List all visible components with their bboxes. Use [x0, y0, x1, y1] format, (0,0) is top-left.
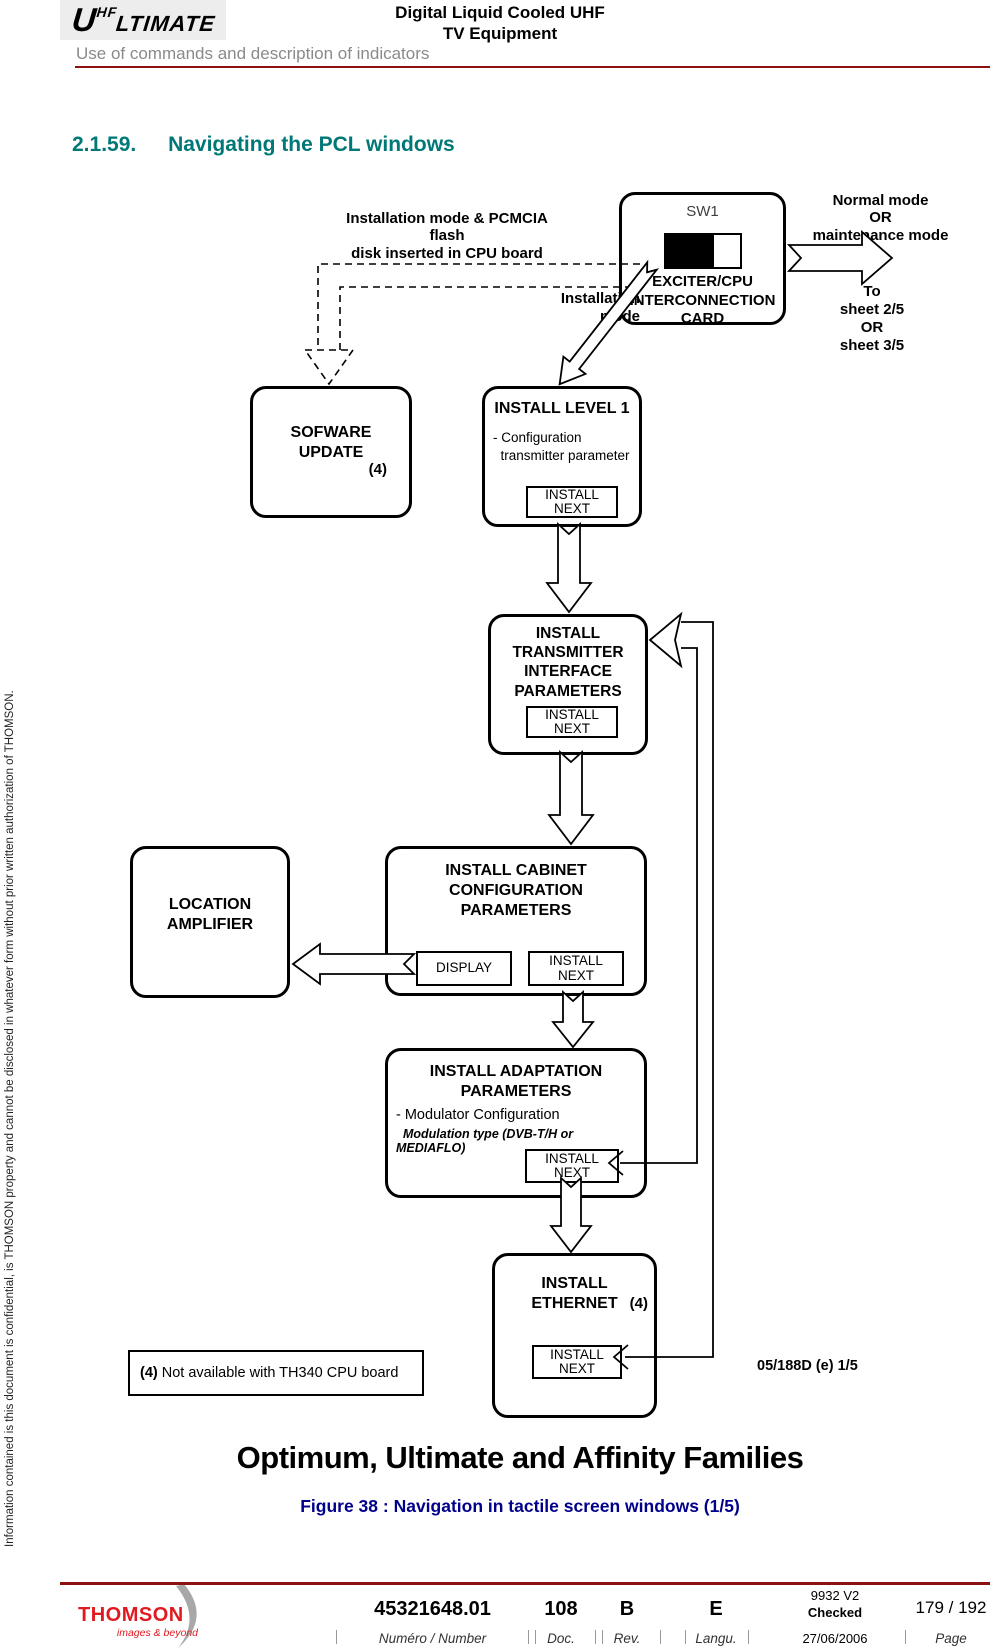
- software-update-note: (4): [368, 461, 387, 478]
- install-next-button-cabinet: INSTALL NEXT: [528, 951, 624, 986]
- footer-divider: [336, 1630, 337, 1644]
- sw1-switch-handle: [666, 235, 714, 267]
- doc-title: Digital Liquid Cooled UHF TV Equipment: [280, 2, 720, 45]
- footer-divider: [602, 1630, 603, 1644]
- sw1-label: SW1: [686, 203, 719, 220]
- thomson-logo: THOMSON images & beyond: [78, 1604, 198, 1639]
- footer-divider: [748, 1630, 749, 1644]
- brand-logo: UHFLTIMATE: [60, 0, 226, 40]
- arrow-cabinet-to-adaptation: [551, 989, 595, 1049]
- to-sheet-label: To sheet 2/5 OR sheet 3/5: [839, 283, 905, 354]
- install-transmitter-title: INSTALL TRANSMITTER INTERFACE PARAMETERS: [512, 625, 624, 700]
- exciter-card-box: SW1 EXCITER/CPU INTERCONNECTION CARD: [619, 192, 786, 327]
- location-amplifier-box: LOCATION AMPLIFIER: [130, 846, 290, 998]
- figure-caption: Figure 38 : Navigation in tactile screen…: [300, 1496, 740, 1516]
- doc-ref-label: 05/188D (e) 1/5: [757, 1358, 858, 1374]
- footnote-text: Not available with TH340 CPU board: [157, 1365, 399, 1381]
- install-next-button-level1: INSTALL NEXT: [526, 486, 618, 518]
- footnote-box: (4) Not available with TH340 CPU board: [128, 1350, 424, 1396]
- install-level1-title: INSTALL LEVEL 1: [494, 400, 630, 417]
- pcmcia-label: Installation mode & PCMCIA flash disk in…: [346, 210, 548, 262]
- install-adaptation-box: INSTALL ADAPTATION PARAMETERS - Modulato…: [385, 1048, 647, 1198]
- doc-number-value: 45321648.01: [374, 1598, 491, 1620]
- install-ethernet-title: INSTALL ETHERNET: [531, 1275, 618, 1312]
- footer-divider: [535, 1630, 536, 1644]
- checked-version: 9932 V2: [810, 1588, 860, 1603]
- dashed-arrowhead: [303, 349, 355, 386]
- software-update-box: SOFWARE UPDATE (4): [250, 386, 412, 518]
- doc-title-line2: TV Equipment: [442, 24, 558, 44]
- logo-u: U: [70, 1, 98, 38]
- install-adaptation-desc1: - Modulator Configuration: [396, 1107, 560, 1123]
- install-cabinet-title: INSTALL CABINET CONFIGURATION PARAMETERS: [445, 862, 587, 919]
- footer-divider: [528, 1630, 529, 1644]
- confidentiality-note: Information contained is this document i…: [4, 690, 16, 1547]
- software-update-title: SOFWARE UPDATE: [290, 424, 372, 461]
- install-ethernet-box: INSTALL ETHERNET (4) INSTALL NEXT: [492, 1253, 657, 1418]
- logo-rest: LTIMATE: [114, 11, 217, 36]
- section-number: 2.1.59.: [72, 133, 137, 156]
- install-transmitter-box: INSTALL TRANSMITTER INTERFACE PARAMETERS…: [488, 614, 648, 755]
- footer-divider: [595, 1630, 596, 1644]
- install-next-button-adaptation: INSTALL NEXT: [525, 1149, 619, 1183]
- footer-divider: [660, 1630, 661, 1644]
- section-title: Navigating the PCL windows: [168, 133, 455, 156]
- install-adaptation-title: INSTALL ADAPTATION PARAMETERS: [429, 1063, 603, 1100]
- families-title: Optimum, Ultimate and Affinity Families: [236, 1440, 804, 1475]
- section-heading: 2.1.59. Navigating the PCL windows: [72, 133, 455, 157]
- footer-divider: [905, 1630, 906, 1644]
- feedback-arrowhead: [648, 611, 683, 669]
- checked-block: 9932 V2 Checked 27/06/2006: [770, 1588, 900, 1648]
- install-adaptation-desc2: Modulation type (DVB-T/H or MEDIAFLO): [396, 1127, 574, 1155]
- rev-value: B: [619, 1598, 635, 1620]
- rev-label: Rev.: [613, 1631, 641, 1646]
- doc-title-line1: Digital Liquid Cooled UHF: [395, 3, 605, 22]
- install-cabinet-box: INSTALL CABINET CONFIGURATION PARAMETERS…: [385, 846, 647, 996]
- footer-rule: [60, 1582, 990, 1585]
- langu-value: E: [709, 1598, 723, 1620]
- install-ethernet-note: (4): [629, 1295, 648, 1312]
- install-level1-desc: - Configuration transmitter parameter: [493, 430, 630, 464]
- header-rule: [75, 66, 990, 68]
- install-next-button-ethernet: INSTALL NEXT: [532, 1345, 622, 1379]
- exciter-card-title: EXCITER/CPU INTERCONNECTION CARD: [629, 273, 776, 328]
- doc-number-label: Numéro / Number: [378, 1631, 487, 1646]
- thomson-brand: THOMSON: [78, 1604, 184, 1626]
- page-label: Page: [935, 1631, 967, 1646]
- footer-divider: [685, 1630, 686, 1644]
- page-number-value: 179 / 192: [915, 1598, 987, 1617]
- checked-label: Checked: [807, 1604, 863, 1620]
- install-level1-box: INSTALL LEVEL 1 - Configuration transmit…: [482, 386, 642, 527]
- footnote-prefix: (4): [140, 1365, 158, 1381]
- checked-date: 27/06/2006: [802, 1630, 868, 1646]
- langu-label: Langu.: [695, 1631, 737, 1646]
- arrow-level1-to-transmitter: [545, 521, 593, 614]
- doc-code-value: 108: [544, 1598, 578, 1620]
- arrow-transmitter-to-cabinet: [547, 749, 595, 846]
- logo-hf: HF: [95, 4, 119, 20]
- normal-mode-label: Normal mode OR maintenance mode: [812, 192, 949, 244]
- install-next-button-transmitter: INSTALL NEXT: [526, 706, 618, 738]
- sw1-switch: [664, 233, 742, 269]
- thomson-tagline: images & beyond: [116, 1627, 198, 1639]
- display-button: DISPLAY: [416, 951, 512, 986]
- installation-mode-label: Installation mode: [560, 290, 640, 325]
- doc-code-label: Doc.: [547, 1631, 575, 1646]
- doc-subtitle: Use of commands and description of indic…: [76, 44, 430, 63]
- location-amplifier-title: LOCATION AMPLIFIER: [166, 896, 254, 933]
